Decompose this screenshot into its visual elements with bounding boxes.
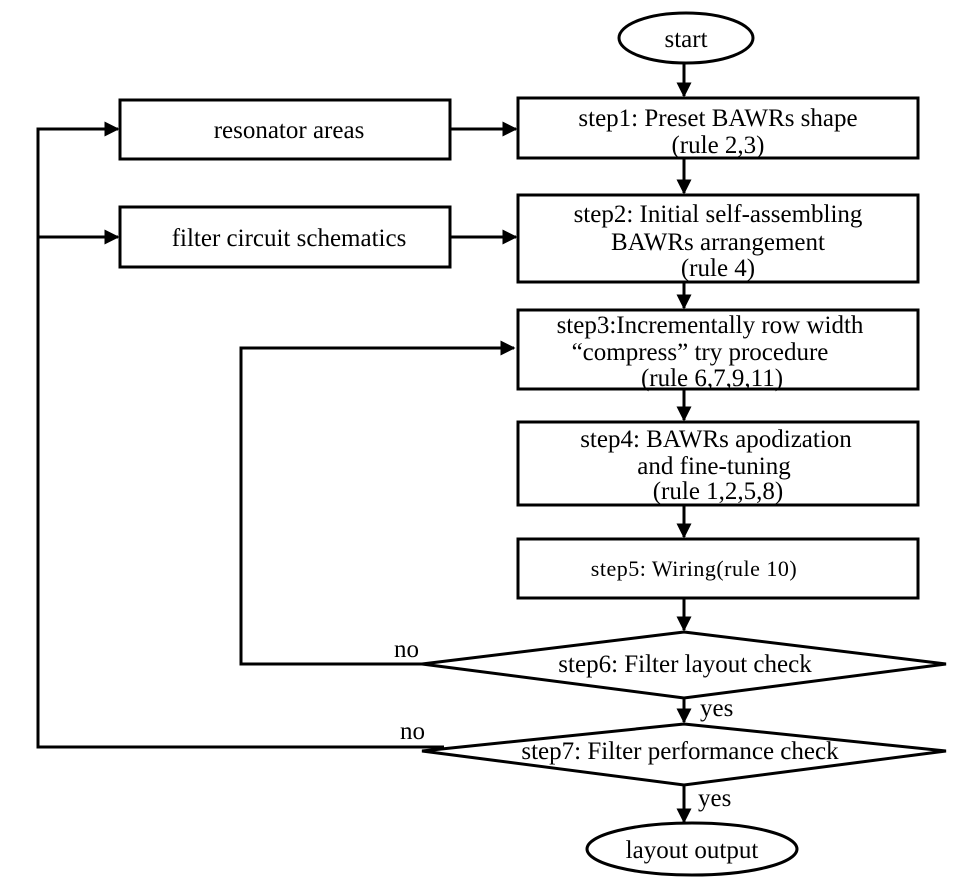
step7-label: step7: Filter performance check <box>521 738 839 765</box>
step2-box: step2: Initial self-assembling BAWRs arr… <box>516 193 920 284</box>
step3-line-1: step3:Incrementally row width <box>557 312 864 339</box>
step5-label: step5: Wiring(rule 10) <box>591 556 797 581</box>
step4-line-1: step4: BAWRs apodization <box>580 426 852 453</box>
connectors <box>36 63 692 824</box>
step6-label: step6: Filter layout check <box>558 651 812 678</box>
step2-line-1: step2: Initial self-assembling <box>574 201 863 228</box>
resonator-areas-box: resonator areas <box>118 98 452 161</box>
step7-yes-label: yes <box>698 785 731 812</box>
step6-no-label: no <box>394 636 419 663</box>
edge-step6-no-step3 <box>239 340 516 666</box>
step1-line-2: (rule 2,3) <box>671 132 764 159</box>
filter-circuit-schematics-label: filter circuit schematics <box>172 225 407 252</box>
step2-line-2: BAWRs arrangement <box>611 229 825 256</box>
step1-line-1: step1: Preset BAWRs shape <box>578 105 857 132</box>
step6-yes-label: yes <box>700 695 733 722</box>
step3-line-3: (rule 6,7,9,11) <box>641 365 783 392</box>
step7-decision: step7: Filter performance check <box>421 722 947 787</box>
step4-line-2: and fine-tuning <box>637 453 791 480</box>
step6-decision: step6: Filter layout check <box>421 630 947 700</box>
step7-no-label: no <box>400 718 425 745</box>
end-terminal: layout output <box>585 821 799 877</box>
step4-line-3: (rule 1,2,5,8) <box>653 478 784 505</box>
start-terminal: start <box>617 11 755 65</box>
step4-box: step4: BAWRs apodization and fine-tuning… <box>516 420 920 507</box>
end-label: layout output <box>626 837 759 864</box>
step3-box: step3:Incrementally row width “compress”… <box>516 308 920 392</box>
resonator-areas-label: resonator areas <box>214 117 365 144</box>
step3-line-2: “compress” try procedure <box>572 339 829 366</box>
step2-line-3: (rule 4) <box>681 255 755 282</box>
step1-box: step1: Preset BAWRs shape (rule 2,3) <box>516 96 920 160</box>
filter-circuit-schematics-box: filter circuit schematics <box>118 205 452 269</box>
edge-step7-no-inputs <box>36 121 444 749</box>
start-label: start <box>664 26 707 53</box>
step5-box: step5: Wiring(rule 10) <box>516 537 920 600</box>
